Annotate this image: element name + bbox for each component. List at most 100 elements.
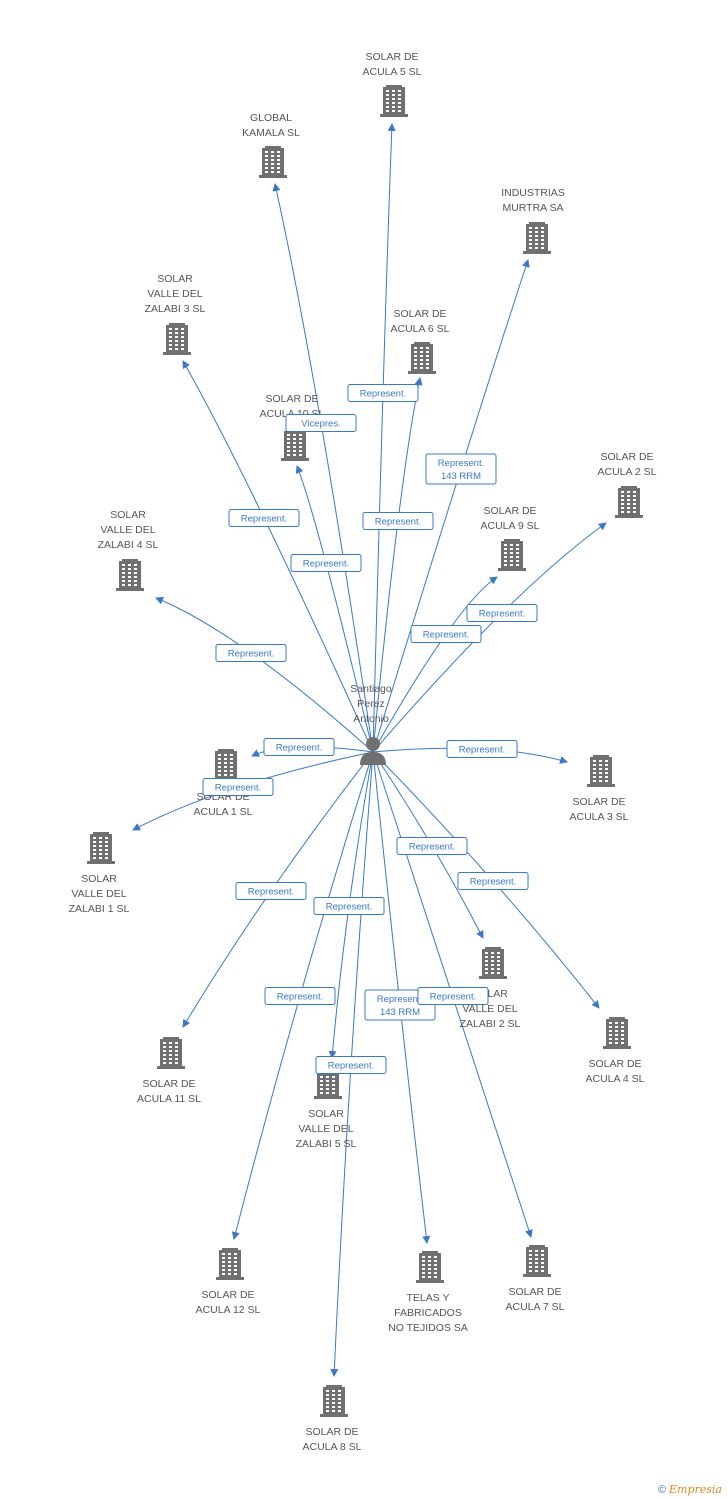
edge-label[interactable]: Represent.143 RRM (425, 453, 497, 485)
company-name: ACULA 1 SL (194, 806, 253, 818)
edge-line (155, 596, 374, 753)
building-icon (320, 1385, 348, 1417)
edge-global[interactable] (272, 183, 374, 753)
edge-label-text: 143 RRM (441, 471, 481, 482)
company-name: SOLAR DE (305, 1426, 358, 1438)
building-icon (523, 222, 551, 254)
edge-label-box (235, 882, 307, 900)
edge-label-box (285, 414, 357, 432)
company-node-solar6[interactable]: SOLAR DE ACULA 6 SL (391, 308, 450, 374)
company-name: ACULA 11 SL (137, 1093, 201, 1105)
company-name: ZALABI 1 SL (69, 903, 130, 915)
edge-label[interactable]: Vicepres. (285, 414, 357, 432)
edge-label-text: Represent. (277, 992, 323, 1003)
company-name: SOLAR DE (265, 393, 318, 405)
company-name: ACULA 3 SL (570, 811, 629, 823)
edge-label-box (362, 512, 434, 530)
edge-label-box (446, 740, 518, 758)
building-icon (216, 1248, 244, 1280)
edge-label-text: Represent. (360, 389, 406, 400)
company-name: FABRICADOS (394, 1307, 462, 1319)
edge-label[interactable]: Represent. (457, 872, 529, 890)
edge-label-text: Represent. (459, 745, 505, 756)
edge-label-box (290, 554, 362, 572)
company-name: SOLAR DE (365, 51, 418, 63)
company-name: VALLE DEL (462, 1003, 517, 1015)
company-name: ACULA 6 SL (391, 323, 450, 335)
building-icon (416, 1251, 444, 1283)
edge-label[interactable]: Represent. (347, 384, 419, 402)
edge-line (272, 183, 374, 753)
edge-label[interactable]: Represent. (290, 554, 362, 572)
edge-label-box (466, 604, 538, 622)
brand-logo-text: Empresia (669, 1483, 722, 1496)
edge-label[interactable]: Represent. (362, 512, 434, 530)
nodes-layer: SOLAR DE ACULA 5 SL GLOBAL KAMALA SL INDUSTR… (69, 51, 657, 1453)
edge-label-text: Vicepres. (301, 419, 340, 430)
edge-label-box (263, 738, 335, 756)
edge-label-box (315, 1056, 387, 1074)
edge-label-text: Represent. (377, 994, 423, 1005)
company-name: SOLAR DE (201, 1289, 254, 1301)
building-icon (479, 947, 507, 979)
edge-label[interactable]: Represent. (235, 882, 307, 900)
edge-label[interactable]: Represent. (446, 740, 518, 758)
company-node-solar12[interactable]: SOLAR DE ACULA 12 SL (196, 1248, 261, 1316)
company-name: ZALABI 4 SL (98, 539, 159, 551)
edge-label[interactable]: Represent. (313, 897, 385, 915)
edge-label[interactable]: Represent. (263, 738, 335, 756)
edge-label[interactable]: Represent. (410, 625, 482, 643)
edge-valle4[interactable] (155, 596, 374, 753)
edge-label[interactable]: Represent. (202, 778, 274, 796)
company-name: GLOBAL (250, 112, 292, 124)
company-name: ZALABI 2 SL (460, 1018, 521, 1030)
edge-label-box (457, 872, 529, 890)
edge-label-box (228, 509, 300, 527)
company-node-global[interactable]: GLOBAL KAMALA SL (242, 112, 300, 178)
edge-label[interactable]: Represent. (228, 509, 300, 527)
edge-label[interactable]: Represent. (396, 837, 468, 855)
company-name: SOLAR (157, 273, 193, 285)
edge-label-box (396, 837, 468, 855)
edge-label[interactable]: Represent. (315, 1056, 387, 1074)
building-icon (408, 342, 436, 374)
building-icon (163, 323, 191, 355)
company-name: SOLAR DE (393, 308, 446, 320)
person-name: Antonio (353, 713, 389, 725)
edge-label-text: Represent. (241, 514, 287, 525)
building-icon (380, 85, 408, 117)
edge-solar9[interactable] (372, 576, 498, 753)
company-node-solar5[interactable]: SOLAR DE ACULA 5 SL (363, 51, 422, 117)
edge-label[interactable]: Represent. (466, 604, 538, 622)
company-name: ACULA 7 SL (506, 1301, 565, 1313)
footer-brand[interactable]: © Empresia (658, 1483, 722, 1496)
company-name: MURTRA SA (502, 202, 563, 214)
building-icon (281, 429, 309, 461)
edge-label[interactable]: Represent. (215, 644, 287, 662)
company-name: SOLAR (110, 509, 146, 521)
edge-label[interactable]: Represent. (417, 987, 489, 1005)
edge-label-text: Represent. (375, 517, 421, 528)
company-name: ACULA 12 SL (196, 1304, 261, 1316)
company-name: ACULA 5 SL (363, 66, 422, 78)
edge-label[interactable]: Represent. (264, 987, 336, 1005)
edge-label-box (215, 644, 287, 662)
company-name: KAMALA SL (242, 127, 300, 139)
edge-solar6[interactable] (372, 377, 423, 753)
